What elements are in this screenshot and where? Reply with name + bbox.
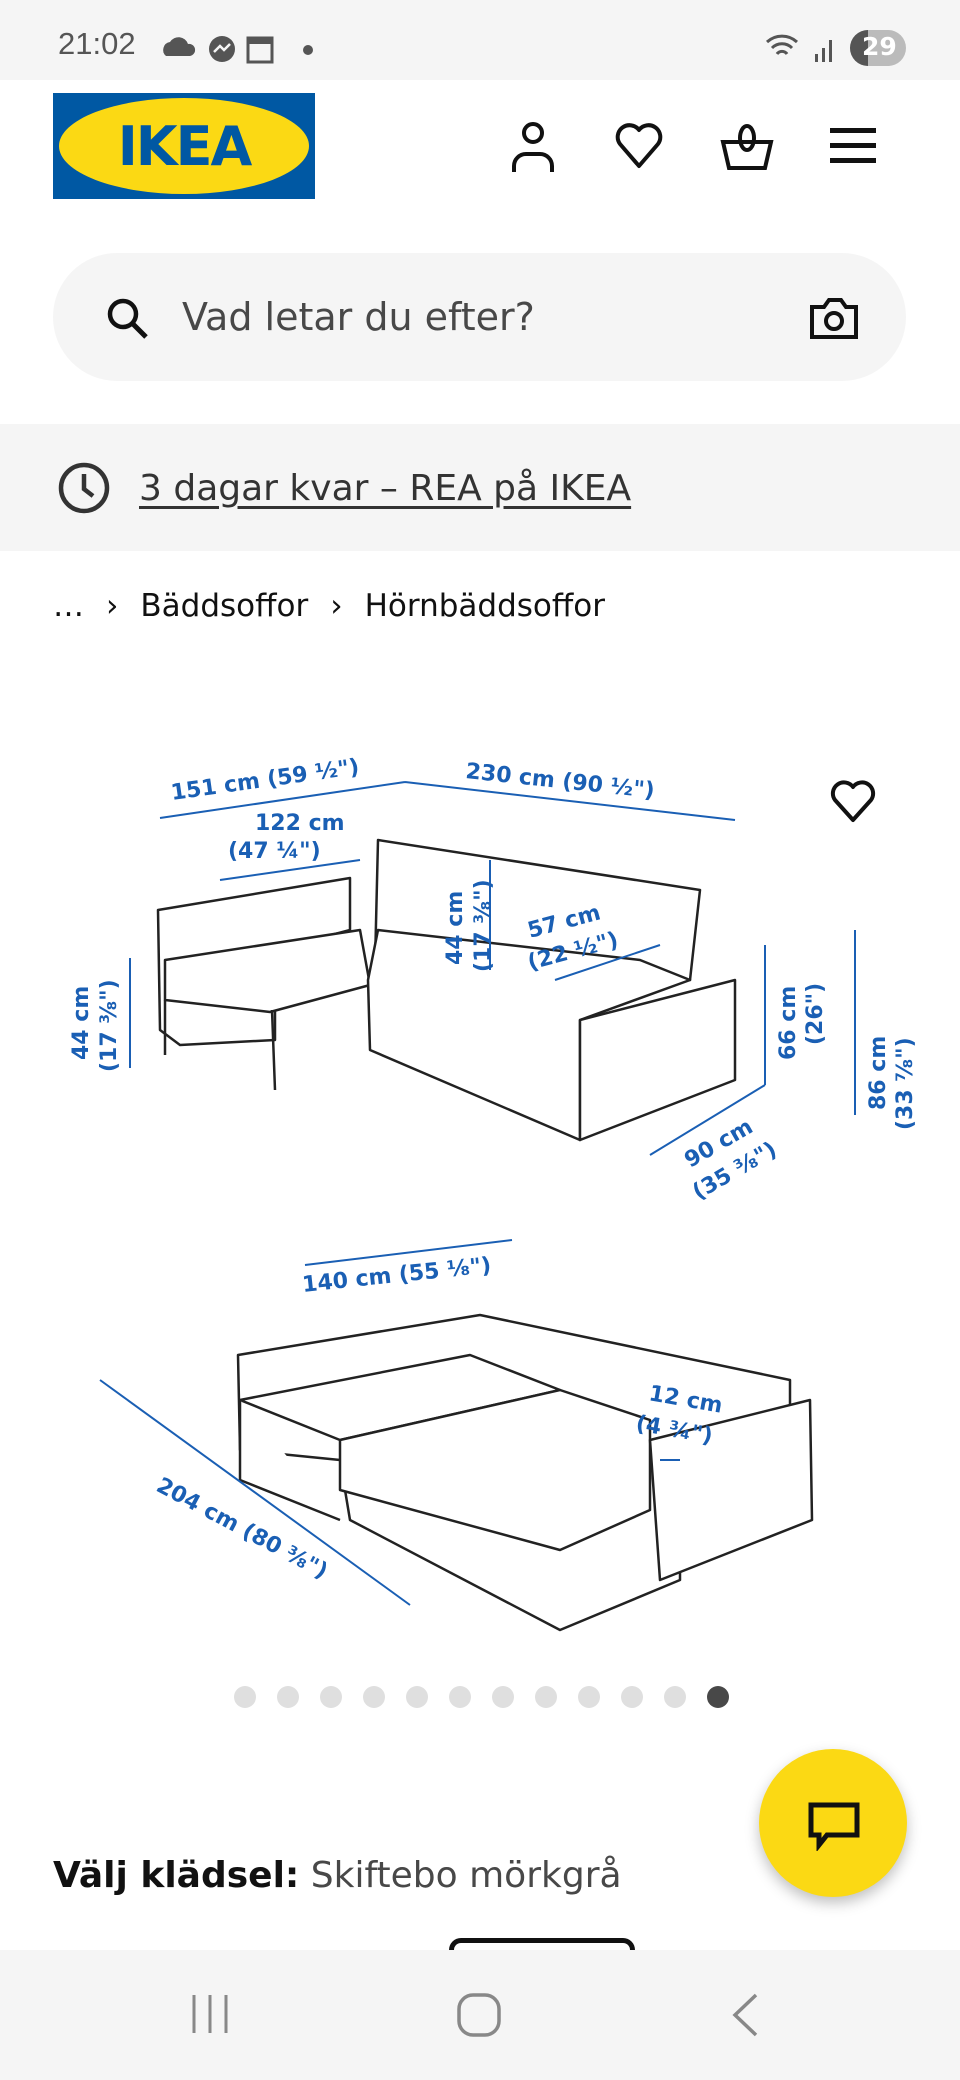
sale-banner[interactable]: 3 dagar kvar – REA på IKEA	[0, 424, 960, 551]
pagination-dot[interactable]	[535, 1686, 557, 1708]
dim-label: (33 ⅞")	[893, 1037, 918, 1130]
variant-value: Skiftebo mörkgrå	[310, 1855, 622, 1896]
sofa-drawing-top	[156, 838, 737, 1142]
variant-label: Välj klädsel:	[53, 1855, 300, 1896]
dim-label: (47 ¼")	[228, 839, 321, 864]
variant-selector-label: Välj klädsel: Skiftebo mörkgrå	[53, 1855, 622, 1896]
notification-icons	[163, 36, 313, 64]
breadcrumb-ellipsis[interactable]: …	[53, 588, 84, 624]
chevron-right-icon: ›	[330, 588, 343, 624]
breadcrumb: … › Bäddsoffor › Hörnbäddsoffor	[53, 588, 605, 624]
favorite-heart-icon[interactable]	[829, 780, 877, 824]
dim-label: (17 ⅜")	[471, 879, 496, 972]
heart-icon[interactable]	[614, 122, 664, 170]
ikea-logo[interactable]: IKEA	[53, 93, 315, 199]
camera-icon[interactable]	[809, 297, 859, 339]
pagination-dot[interactable]	[363, 1686, 385, 1708]
dim-label: 44 cm	[69, 986, 94, 1060]
battery-level: 29	[862, 32, 897, 61]
chevron-right-icon: ›	[106, 588, 119, 624]
product-image-dimensions[interactable]: 151 cm (59 ½") 230 cm (90 ½") 122 cm (47…	[0, 700, 960, 1660]
dim-label: 230 cm (90 ½")	[464, 759, 655, 804]
dim-label: 122 cm	[255, 811, 345, 836]
breadcrumb-item[interactable]: Hörnbäddsoffor	[364, 588, 605, 624]
dim-label: 44 cm	[443, 891, 468, 965]
pagination-dot[interactable]	[664, 1686, 686, 1708]
home-icon[interactable]	[456, 1992, 502, 2038]
dim-label: (26")	[803, 983, 828, 1045]
pagination-dot[interactable]	[406, 1686, 428, 1708]
clock-icon	[58, 462, 110, 514]
pagination-dot[interactable]	[578, 1686, 600, 1708]
menu-icon[interactable]	[830, 128, 876, 164]
recent-apps-icon[interactable]	[190, 1993, 230, 2035]
search-placeholder: Vad letar du efter?	[182, 295, 535, 339]
pagination-dot[interactable]	[449, 1686, 471, 1708]
pagination-dot[interactable]	[492, 1686, 514, 1708]
pagination-dot[interactable]	[277, 1686, 299, 1708]
status-bar: 21:02 29	[0, 0, 960, 80]
dim-label: (17 ⅜")	[97, 979, 122, 1072]
svg-text:IKEA: IKEA	[118, 115, 253, 178]
sofa-drawing-bottom	[236, 1313, 814, 1632]
status-time: 21:02	[58, 26, 136, 61]
person-icon[interactable]	[508, 120, 558, 172]
system-icons	[765, 30, 906, 66]
dimension-lines	[99, 781, 856, 1606]
dim-label: 140 cm (55 ⅛")	[301, 1253, 492, 1298]
system-nav-bar	[0, 1950, 960, 2080]
chat-icon	[808, 1802, 860, 1851]
chat-button[interactable]	[759, 1749, 907, 1897]
dim-label: 66 cm	[776, 986, 801, 1060]
pagination-dot[interactable]	[234, 1686, 256, 1708]
search-input[interactable]: Vad letar du efter?	[53, 253, 906, 381]
pagination-dot[interactable]	[621, 1686, 643, 1708]
dim-label: 86 cm	[866, 1036, 891, 1110]
dim-label: 151 cm (59 ½")	[169, 755, 360, 806]
basket-icon[interactable]	[719, 120, 775, 172]
search-icon	[107, 298, 148, 339]
breadcrumb-item[interactable]: Bäddsoffor	[140, 588, 309, 624]
sale-banner-link[interactable]: 3 dagar kvar – REA på IKEA	[139, 468, 632, 509]
pagination-dot[interactable]	[320, 1686, 342, 1708]
back-icon[interactable]	[730, 1992, 760, 2038]
pagination-dot[interactable]	[707, 1686, 729, 1708]
